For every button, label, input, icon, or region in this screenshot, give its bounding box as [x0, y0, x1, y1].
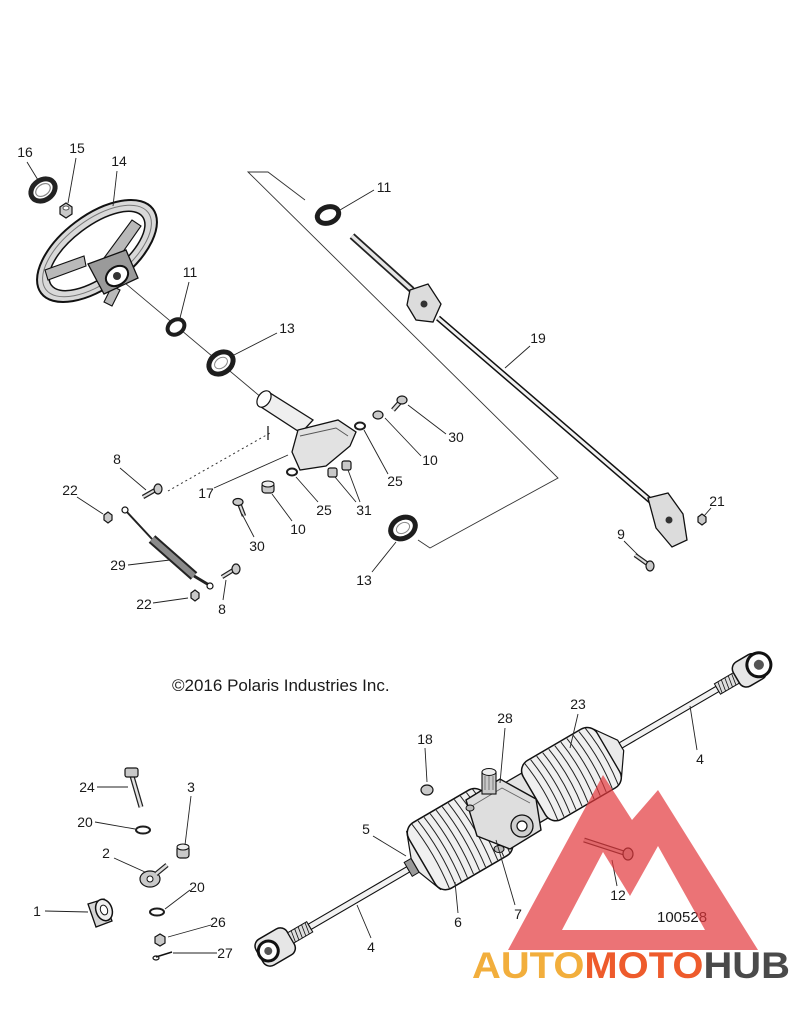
callout-26: 26 [210, 914, 226, 930]
callout-8-b: 8 [218, 601, 226, 617]
upper-callouts: 16 15 14 11 13 11 19 30 10 25 31 25 10 1… [17, 140, 725, 617]
callout-10-b: 10 [290, 521, 306, 537]
tie-rod-end-right [731, 651, 773, 688]
cotter-pin-27 [152, 951, 173, 961]
callout-28: 28 [497, 710, 513, 726]
watermark-part3: HUB [703, 945, 790, 986]
washer-20-lower [149, 907, 165, 917]
callout-3: 3 [187, 779, 195, 795]
steering-wheel [36, 198, 158, 307]
damper-29 [121, 506, 214, 590]
callout-24: 24 [79, 779, 95, 795]
callout-10-a: 10 [422, 452, 438, 468]
callout-8-a: 8 [113, 451, 121, 467]
pinion-shaft [481, 768, 497, 795]
upper-leader-lines [26, 157, 712, 604]
nut-10-upper [372, 410, 384, 420]
bolt-9 [633, 553, 655, 572]
trim-ring [28, 176, 58, 204]
washer-25-upper [354, 421, 366, 431]
callout-2: 2 [102, 845, 110, 861]
callout-4-a: 4 [696, 751, 704, 767]
watermark-part2: MOTO [584, 945, 703, 986]
callout-31: 31 [356, 502, 372, 518]
callout-11-b: 11 [377, 179, 392, 195]
wheel-axis-line [124, 282, 263, 399]
callout-22-b: 22 [136, 596, 152, 612]
callout-6: 6 [454, 914, 462, 930]
callout-21: 21 [709, 493, 725, 509]
nut-22-upper [103, 511, 113, 524]
bearing-lower [388, 514, 418, 542]
callout-27: 27 [217, 945, 233, 961]
wheel-nut [59, 202, 73, 219]
callout-15: 15 [69, 140, 85, 156]
nuts-31 [327, 460, 352, 478]
callout-11-a: 11 [183, 264, 198, 280]
callout-30-b: 30 [249, 538, 265, 554]
washer-20-upper [135, 825, 151, 835]
callout-13-b: 13 [356, 572, 372, 588]
callout-20-a: 20 [77, 814, 93, 830]
callout-12: 12 [610, 887, 626, 903]
bearing-left [206, 349, 236, 377]
callout-30-a: 30 [448, 429, 464, 445]
nut-3 [176, 843, 190, 859]
callout-5: 5 [362, 821, 370, 837]
bolt-30-upper [391, 395, 408, 412]
callout-25-a: 25 [387, 473, 403, 489]
callout-1: 1 [33, 903, 41, 919]
nut-26 [154, 933, 166, 947]
nut-22-lower [190, 589, 200, 602]
watermark-part1: AUTO [472, 945, 584, 986]
ball-joint-2 [139, 863, 169, 888]
washer-25-lower [286, 467, 298, 477]
copyright-text: ©2016 Polaris Industries Inc. [172, 676, 390, 695]
callout-19: 19 [530, 330, 546, 346]
callout-22-a: 22 [62, 482, 78, 498]
bolt-30-lower [232, 497, 247, 517]
callout-29: 29 [110, 557, 126, 573]
nut-18 [420, 784, 434, 796]
bushing-upper [314, 204, 342, 226]
callout-25-b: 25 [316, 502, 332, 518]
assembly-enclosure-line [246, 171, 559, 549]
bolt-8-upper [141, 483, 163, 499]
bushing-1 [87, 898, 114, 928]
bolt-8-lower [220, 563, 241, 579]
bushing-left [165, 317, 187, 337]
callout-18: 18 [417, 731, 433, 747]
callout-17: 17 [198, 485, 214, 501]
callout-13-a: 13 [279, 320, 295, 336]
lower-leader-lines [44, 705, 698, 954]
callout-20-b: 20 [189, 879, 205, 895]
column-bracket [256, 390, 357, 471]
figure-id: 100528 [657, 909, 707, 926]
tie-rod-end-left [254, 927, 297, 967]
steering-shaft [349, 233, 688, 548]
callout-9: 9 [617, 526, 625, 542]
pinion-valve-housing [465, 768, 542, 853]
nut-21 [697, 513, 707, 526]
watermark-logo [508, 775, 758, 950]
callout-7: 7 [514, 906, 522, 922]
nut-10-lower [261, 480, 275, 494]
callout-14: 14 [111, 153, 127, 169]
callout-16: 16 [17, 144, 33, 160]
wheel-hub [87, 249, 139, 295]
bolt-24 [124, 767, 144, 808]
callout-4-b: 4 [367, 939, 375, 955]
lower-callouts: 28 23 4 18 24 3 20 5 2 12 20 1 6 7 26 4 … [33, 696, 704, 961]
callout-23: 23 [570, 696, 586, 712]
